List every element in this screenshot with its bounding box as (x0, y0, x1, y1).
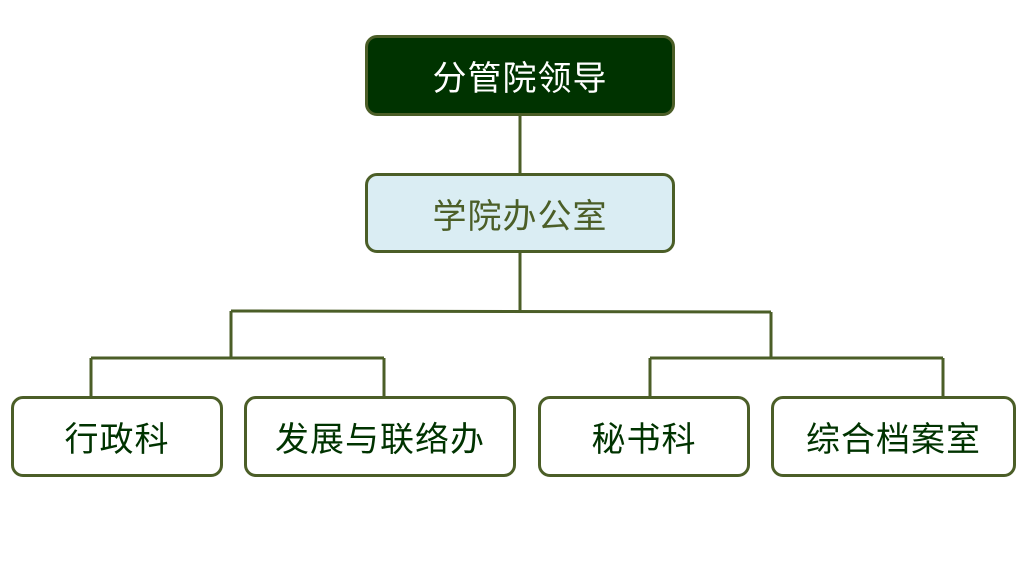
node-archives-room-label: 综合档案室 (806, 420, 981, 460)
node-administration-section: 行政科 (11, 396, 223, 477)
node-administration-section-label: 行政科 (64, 420, 170, 460)
node-archives-room: 综合档案室 (771, 396, 1016, 477)
node-college-office-label: 学院办公室 (432, 196, 608, 237)
node-development-liaison-office: 发展与联络办 (244, 396, 516, 477)
node-secretary-section-label: 秘书科 (591, 420, 697, 460)
node-top-leader: 分管院领导 (365, 35, 675, 116)
node-college-office: 学院办公室 (365, 173, 675, 253)
connector-main-horizontal (230, 309, 772, 314)
node-secretary-section: 秘书科 (538, 396, 750, 477)
node-top-leader-label: 分管院领导 (432, 59, 608, 99)
node-development-liaison-office-label: 发展与联络办 (275, 420, 485, 460)
